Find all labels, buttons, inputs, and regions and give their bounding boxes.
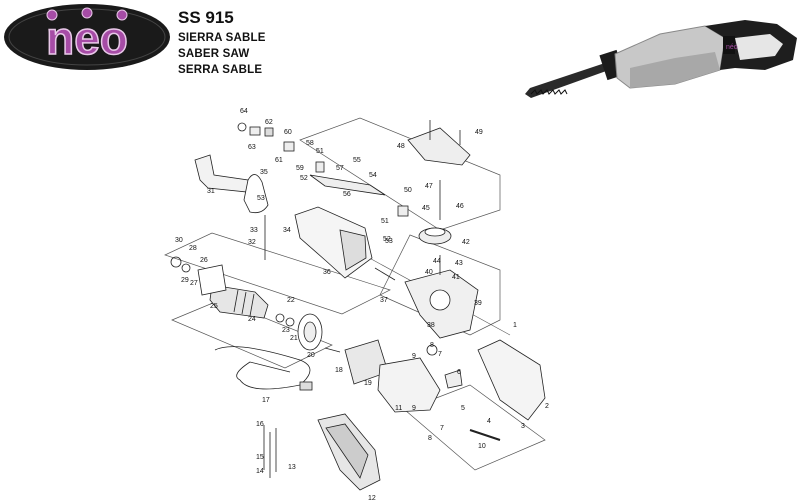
part-number-label: 32 [248,239,256,246]
svg-text:néo: néo [726,44,738,51]
part-number-label: 25 [210,303,218,310]
part-number-label: 53 [257,195,265,202]
part-number-label: 55 [353,157,361,164]
part-number-label: 39 [474,300,482,307]
part-number-label: 49 [475,129,483,136]
part-number-label: 51 [316,148,324,155]
model-title: SS 915 [178,8,234,27]
part-number-label: 29 [181,277,189,284]
part-number-label: 47 [425,183,433,190]
part-number-label: 33 [250,227,258,234]
part-number-label: 30 [175,237,183,244]
part-number-label: 48 [397,143,405,150]
product-name-pt: SERRA SABLE [178,64,263,76]
part-number-label: 11 [395,405,402,412]
part-number-label: 8 [430,342,434,349]
part-number-label: 34 [283,227,291,234]
product-photo: néo [525,20,797,98]
logo-wordmark: neo [46,12,128,64]
part-number-label: 37 [380,297,388,304]
part-number-label: 8 [428,435,432,442]
part-number-label: 7 [438,351,442,358]
part-number-label: 3 [521,423,525,430]
part-number-label: 21 [290,335,298,342]
product-name-es: SIERRA SABLE [178,32,266,44]
part-number-label: 26 [200,257,208,264]
part-number-label: 14 [256,468,264,475]
part-number-label: 53 [385,238,393,245]
part-number-label: 64 [240,108,248,115]
part-number-label: 5 [461,405,465,412]
part-number-label: 23 [282,327,290,334]
part-number-label: 35 [260,169,268,176]
part-number-label: 16 [256,421,264,428]
part-number-label: 19 [364,380,372,387]
neo-logo: neo [4,4,170,70]
part-number-label: 41 [452,274,460,281]
part-number-label: 24 [248,316,256,323]
part-number-label: 36 [323,269,331,276]
part-number-label: 38 [427,322,435,329]
part-number-label: 54 [369,172,377,179]
part-number-label: 9 [412,405,416,412]
part-number-label: 61 [275,157,283,164]
part-number-label: 52 [300,175,308,182]
part-number-label: 12 [368,495,376,502]
part-number-label: 50 [404,187,412,194]
part-number-label: 46 [456,203,464,210]
part-number-label: 44 [433,258,441,265]
part-number-label: 1 [513,322,517,329]
part-number-label: 2 [545,403,549,410]
part-number-label: 63 [248,144,256,151]
part-number-label: 13 [288,464,296,471]
part-number-label: 51 [381,218,389,225]
part-number-label: 56 [343,191,351,198]
part-number-label: 58 [306,140,314,147]
part-number-label: 22 [287,297,295,304]
part-number-label: 7 [440,425,444,432]
part-number-label: 28 [189,245,197,252]
part-number-label: 57 [336,165,344,172]
part-number-label: 18 [335,367,343,374]
part-number-label: 4 [487,418,491,425]
part-number-label: 15 [256,454,264,461]
part-number-label: 10 [478,443,486,450]
part-number-label: 62 [265,119,273,126]
part-number-label: 59 [296,165,304,172]
part-number-label: 42 [462,239,470,246]
part-number-label: 31 [207,188,215,195]
part-number-label: 9 [412,353,416,360]
part-number-label: 17 [262,397,270,404]
part-number-label: 45 [422,205,430,212]
product-name-en: SABER SAW [178,48,250,60]
part-number-label: 60 [284,129,292,136]
part-number-label: 20 [307,352,315,359]
part-number-labels: 1234567788991011121314151617181920212223… [175,108,549,502]
part-number-label: 43 [455,260,463,267]
part-number-label: 27 [190,280,198,287]
part-number-label: 40 [425,269,433,276]
part-number-label: 52 [383,236,391,243]
part-number-label: 6 [457,369,461,376]
